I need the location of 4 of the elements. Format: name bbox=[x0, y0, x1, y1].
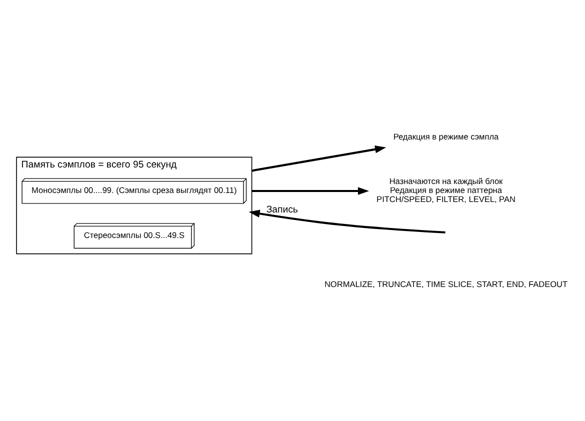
arrow bbox=[248, 209, 446, 233]
edge-label: Запись bbox=[266, 204, 298, 216]
arrow bbox=[252, 145, 386, 172]
arrow bbox=[252, 186, 370, 194]
